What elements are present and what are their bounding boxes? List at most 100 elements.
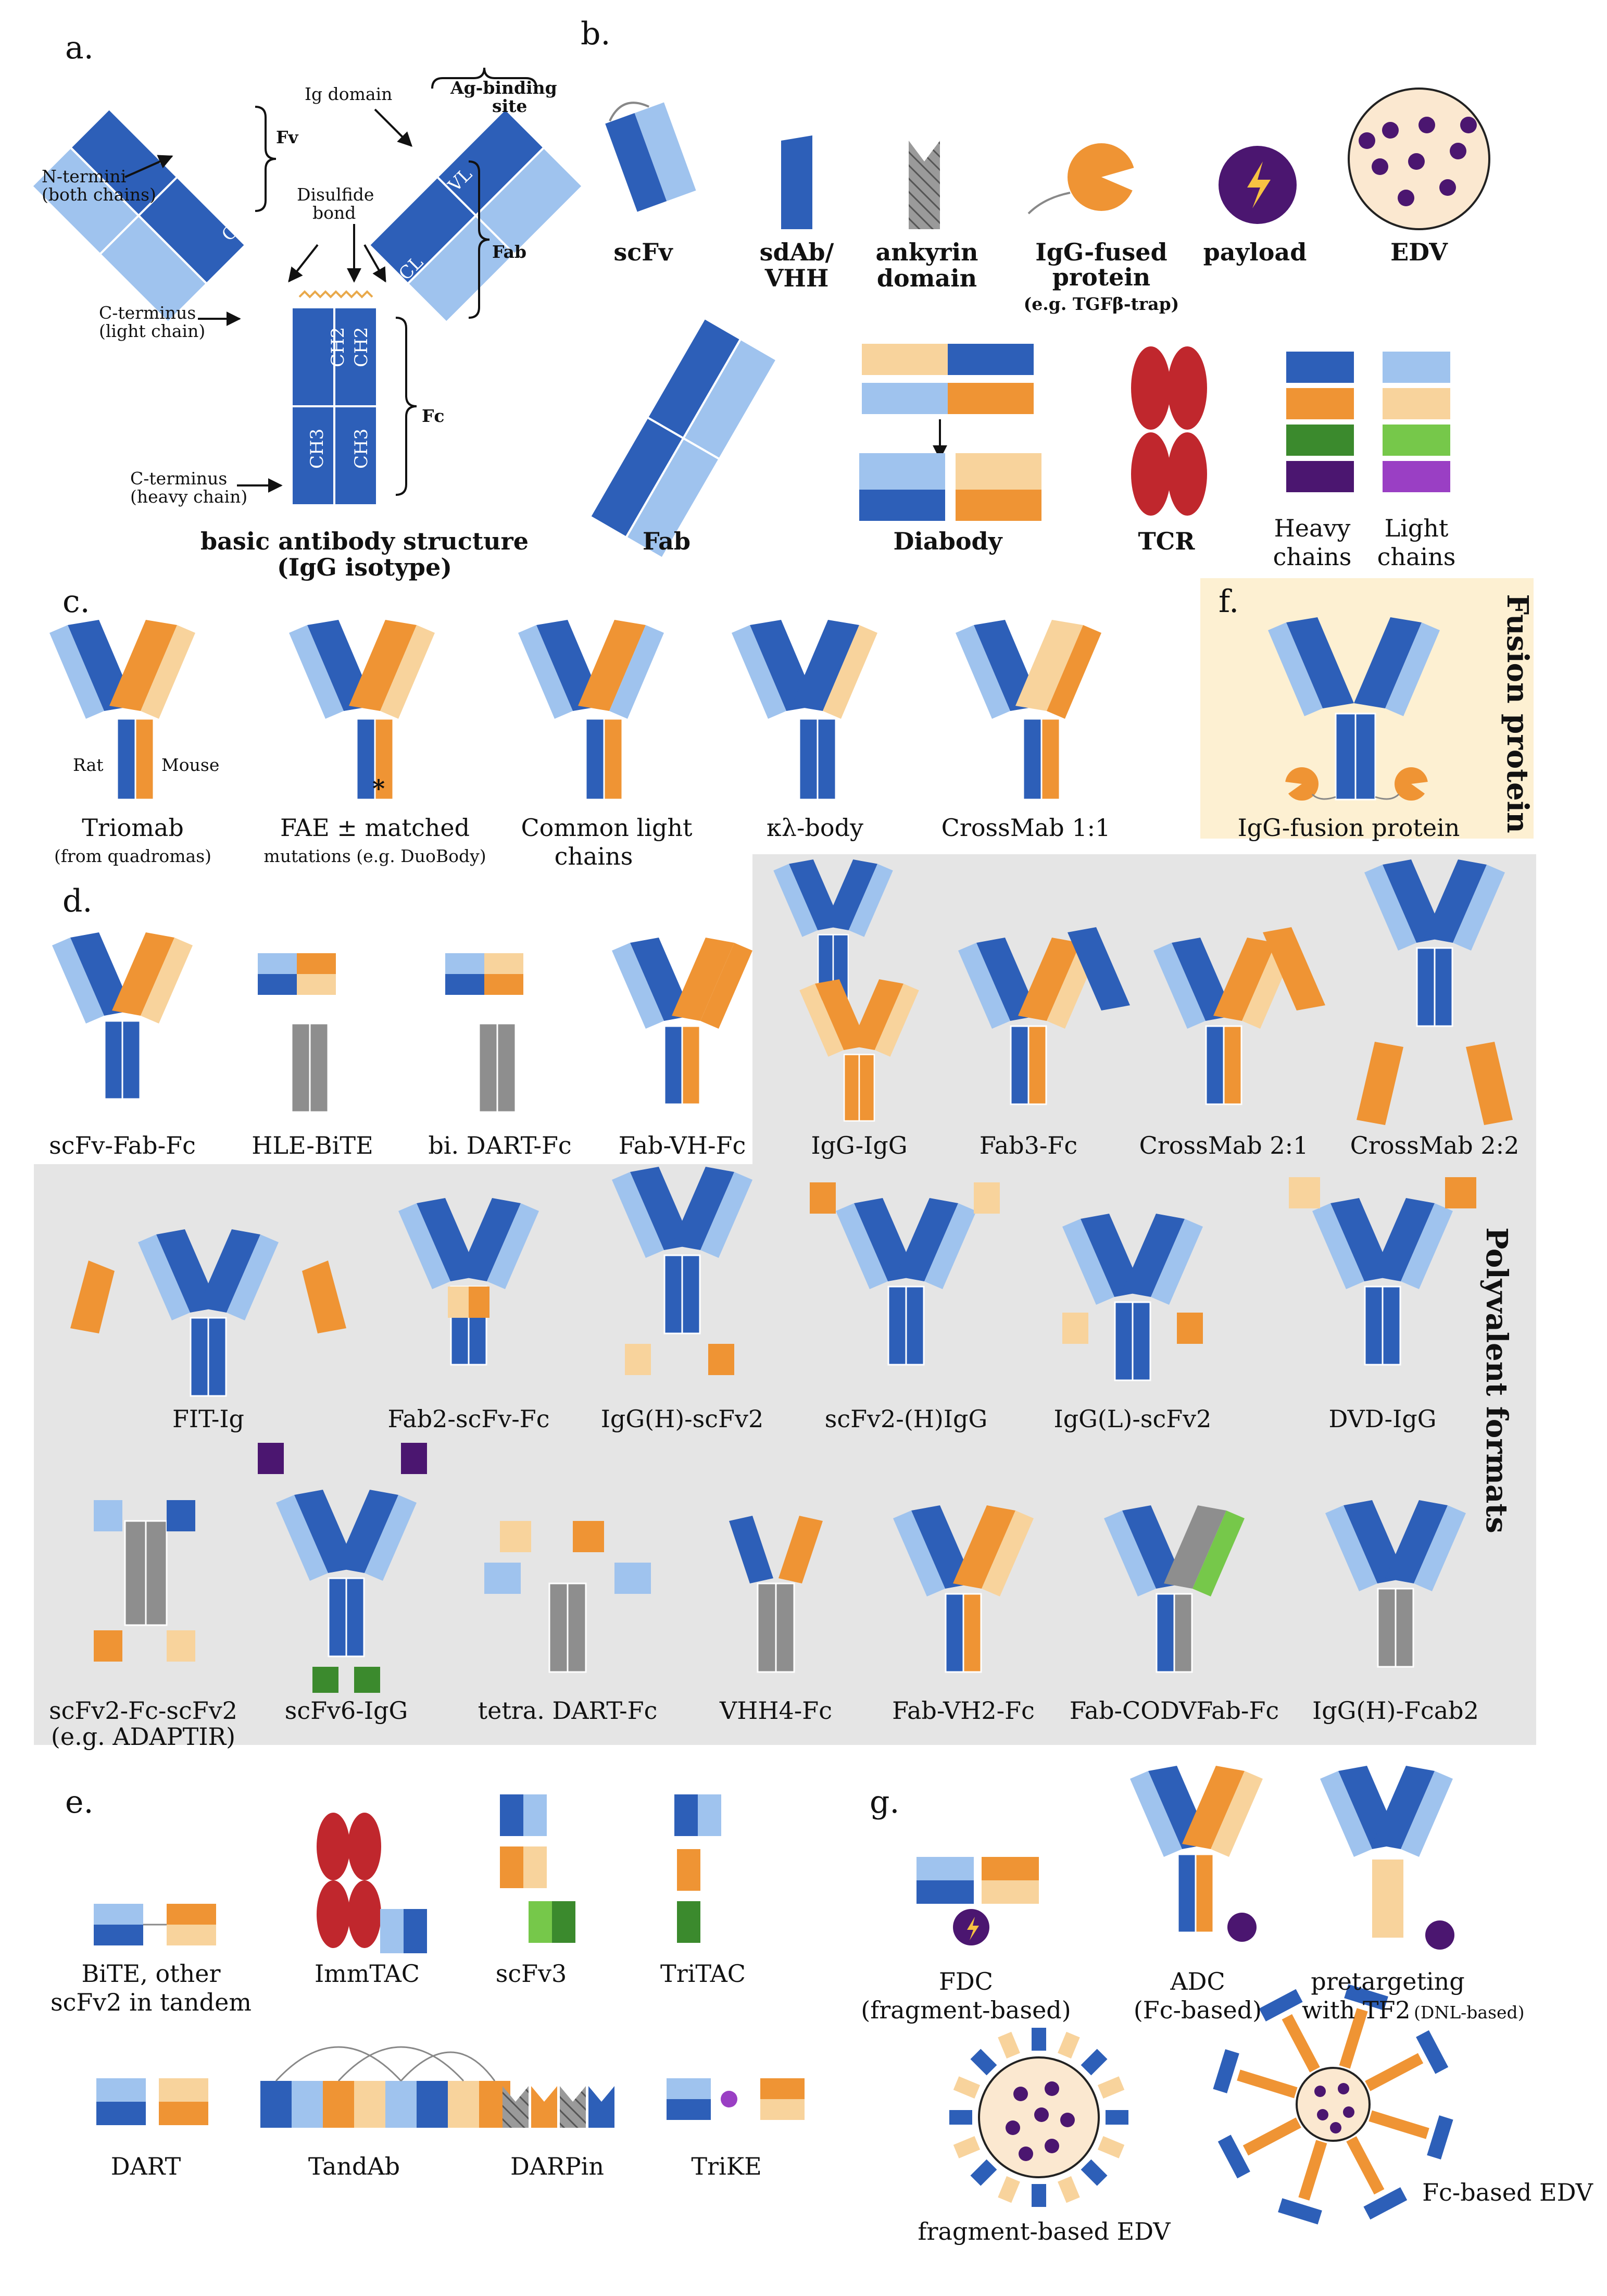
panel-d-formats (52, 859, 1513, 1693)
label-hle-bite: HLE-BiTE (252, 1131, 373, 1159)
fc-edv-ligands (1213, 1984, 1453, 2225)
label-triomab: Triomab (82, 814, 184, 842)
glyph-fab-vh-fc (612, 938, 752, 1105)
fc-edv-ligand-head (1344, 1984, 1388, 2011)
label-trike: TriKE (691, 2152, 761, 2180)
fragment-edv-ligand (1058, 2031, 1080, 2059)
fc-edv-ligand-stalk (1369, 2110, 1429, 2139)
glyph-igg-igg-top (773, 859, 893, 1002)
label-edv: EDV (1390, 238, 1448, 266)
label-fab3-fc: Fab3-Fc (980, 1131, 1077, 1159)
label-kappa-lambda-body: κλ-body (767, 814, 863, 842)
label-mouse: Mouse (161, 755, 219, 775)
side-label-fusion-protein: Fusion protein (1500, 594, 1535, 833)
fragment-edv-ligand (1097, 2076, 1125, 2099)
label-dvd-igg: DVD-IgG (1329, 1405, 1437, 1433)
fae-asterisk: * (372, 775, 385, 803)
fc-edv-ligand-head (1427, 2115, 1453, 2160)
fragment-edv-ligand (1081, 2159, 1108, 2186)
label-triomab-sub: (from quadromas) (54, 846, 211, 866)
fc-edv-ligand-stalk (1346, 2136, 1385, 2195)
domain-vh-left: VH (194, 88, 229, 122)
legend-heavy-chains: chains (1273, 543, 1352, 571)
domain-ch2-right: CH2 (351, 327, 372, 367)
label-diabody: Diabody (894, 527, 1003, 555)
panel-letter-g: g. (870, 1784, 899, 1820)
label-pretargeting-tf2: with TF2 (1302, 1996, 1411, 2024)
label-common-light-chains: Common light (521, 814, 693, 842)
domain-vh-right: VH (399, 125, 434, 160)
label-igg-igg: IgG-IgG (811, 1131, 907, 1159)
label-vhh: VHH (764, 264, 829, 292)
domain-ch3-left: CH3 (307, 429, 328, 469)
fragment-edv-ligand (953, 2136, 981, 2158)
label-fdc-sub: (fragment-based) (861, 1996, 1071, 2024)
label-fv: Fv (276, 127, 298, 147)
label-fragment-edv: fragment-based EDV (918, 2217, 1171, 2245)
fc-edv-ligand-head (1363, 2187, 1408, 2220)
label-fae: FAE ± matched (280, 814, 470, 842)
label-tcr: TCR (1138, 527, 1195, 555)
domain-ch3-right: CH3 (351, 429, 372, 469)
panel-letter-b: b. (581, 16, 610, 52)
label-fc-edv: Fc-based EDV (1422, 2178, 1593, 2206)
panel-a-igg-structure: CH2 CH2 CH3 CH3 VH VL CH1 CL VH VL CH1 C… (30, 67, 584, 506)
label-n-termini: N-termini (42, 166, 126, 186)
polyvalent-formats-background (34, 854, 1536, 1745)
label-igg-fused: IgG-fused (1035, 238, 1167, 266)
label-igg-fusion-protein: IgG-fusion protein (1238, 814, 1460, 842)
fragment-edv-ligand (1081, 2049, 1108, 2076)
label-c-terminus-heavy: C-terminus (130, 468, 227, 489)
glyph-igg-h-fcab2 (1325, 1500, 1466, 1668)
glyph-fab2-scfv-fc (398, 1198, 539, 1366)
label-dart: DART (111, 2152, 181, 2180)
label-ig-domain: Ig domain (305, 84, 392, 104)
panel-a-subtitle: (IgG isotype) (277, 553, 452, 581)
label-pretargeting: pretargeting (1311, 1967, 1465, 1995)
fragment-edv-ligand (1058, 2176, 1080, 2203)
panel-letter-f: f. (1219, 583, 1239, 620)
label-c-terminus-heavy-sub: (heavy chain) (130, 486, 247, 507)
domain-ch2-left: CH2 (328, 327, 348, 367)
label-ag-binding-site: Ag-binding (450, 78, 557, 98)
glyph-dvd-igg (1312, 1198, 1453, 1366)
fragment-edv-ligand (1032, 2028, 1046, 2051)
label-ankyrin-domain: domain (877, 264, 977, 292)
label-fab: Fab (643, 527, 690, 555)
label-pretargeting-dnl: (DNL-based) (1414, 2002, 1525, 2023)
label-scfv2-fc-scfv2: scFv2-Fc-scFv2 (49, 1696, 237, 1725)
label-fab-vh-fc: Fab-VH-Fc (619, 1131, 746, 1159)
label-fab-codvfab-fc: Fab-CODVFab-Fc (1070, 1696, 1279, 1725)
label-fc: Fc (422, 406, 445, 426)
label-bite-sub: scFv2 in tandem (51, 1988, 252, 2016)
label-bite: BiTE, other (81, 1960, 220, 1988)
label-fit-ig: FIT-Ig (172, 1405, 244, 1433)
panel-c-bispecific-igg (49, 620, 1101, 801)
label-sdab: sdAb/ (760, 238, 834, 266)
fragment-edv-ligand (970, 2049, 997, 2076)
panel-b-building-blocks (588, 88, 1490, 560)
label-disulfide-2: bond (312, 203, 356, 223)
glyph-crossmab-2-1 (1153, 938, 1294, 1105)
panel-letter-e: e. (65, 1784, 94, 1820)
glyph-fab-vh2-fc (893, 1505, 1034, 1673)
label-tandab: TandAb (308, 2152, 400, 2180)
label-n-termini-sub: (both chains) (42, 184, 156, 205)
label-adc-sub: (Fc-based) (1134, 1996, 1262, 2024)
fc-edv-ligand-stalk (1242, 2117, 1301, 2156)
label-igg-l-scfv2: IgG(L)-scFv2 (1054, 1405, 1212, 1433)
label-scfv6-igg: scFv6-IgG (285, 1696, 408, 1725)
fragment-edv-ligand (1097, 2136, 1125, 2158)
label-igg-h-scfv2: IgG(H)-scFv2 (601, 1405, 763, 1433)
label-crossmab-1-1: CrossMab 1:1 (941, 814, 1111, 842)
panel-letter-c: c. (62, 583, 90, 620)
panel-g-payload-formats (917, 1766, 1454, 2225)
fc-edv-ligand-head (1278, 2198, 1322, 2225)
glyph-igg-igg-bottom (799, 979, 919, 1122)
label-fae-sub: mutations (e.g. DuoBody) (263, 846, 486, 866)
fragment-edv-ligand (998, 2176, 1020, 2203)
panel-e-fragment-formats (94, 1794, 805, 2128)
fc-edv-ligand-head (1213, 2049, 1239, 2093)
glyph-igg-l-scfv2 (1062, 1214, 1203, 1381)
